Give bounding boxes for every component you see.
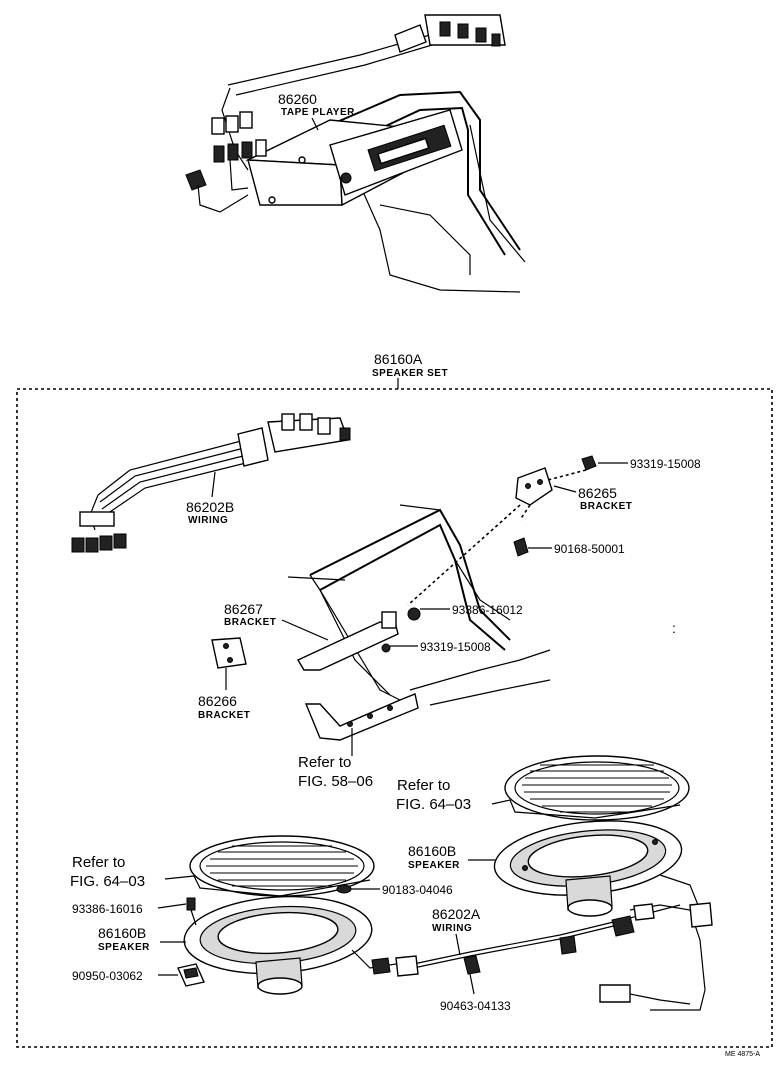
bolt-93386-16016-part-number: 93386-16016 [72, 902, 143, 916]
ref-64-03-left-line1: Refer to [72, 854, 125, 871]
right-speaker-illustration [493, 755, 690, 917]
bracket-86267-caption: BRACKET [224, 617, 276, 628]
tape-player-part-number: 86260 [278, 91, 317, 107]
speaker-left-caption: SPEAKER [98, 942, 150, 953]
nut-90183-04046-label: 90183-04046 [351, 883, 453, 897]
bracket-86266-part-number: 86266 [198, 693, 237, 709]
speaker-set-caption: SPEAKER SET [372, 368, 448, 379]
bracket-86265-caption: BRACKET [580, 501, 632, 512]
bracket-86267-part-number: 86267 [224, 601, 263, 617]
bolt-93319-15008-mid-part-number: 93319-15008 [420, 640, 491, 654]
wiring-86202a-part-number: 86202A [432, 906, 481, 922]
speaker-left-label: 86160B SPEAKER [98, 925, 186, 953]
speaker-set-label: 86160A SPEAKER SET [372, 351, 448, 389]
tape-player-illustration [185, 14, 526, 293]
wiring-86202b-caption: WIRING [188, 515, 228, 526]
bolt-93319-15008-mid-label: 93319-15008 [390, 640, 491, 654]
wiring-86202b-illustration [71, 413, 351, 553]
ref-fig-58-06-label: Refer to FIG. 58–06 [298, 728, 373, 790]
wiring-86202a-illustration [351, 874, 713, 1011]
ref-fig-64-03-left-label: Refer to FIG. 64–03 [70, 854, 195, 890]
bracket-86265-part-number: 86265 [578, 485, 617, 501]
speaker-right-part-number: 86160B [408, 843, 456, 859]
wiring-86202b-label: 86202B WIRING [186, 471, 234, 526]
ref-64-03-left-line2: FIG. 64–03 [70, 873, 145, 890]
bracket-86265-illustration [407, 455, 597, 606]
bolt-93386-16012-part-number: 93386-16012 [452, 603, 523, 617]
nut-90183-04046-part-number: 90183-04046 [382, 883, 453, 897]
ref-58-06-line2: FIG. 58–06 [298, 773, 373, 790]
speaker-right-label: 86160B SPEAKER [408, 843, 496, 871]
speaker-set-part-number: 86160A [374, 351, 423, 367]
bolt-93386-16016-label: 93386-16016 [72, 902, 187, 916]
bolt-93319-15008-top-part-number: 93319-15008 [630, 457, 701, 471]
speaker-left-part-number: 86160B [98, 925, 146, 941]
speaker-set-boundary [16, 388, 773, 1048]
clip-90950-03062-label: 90950-03062 [72, 969, 178, 983]
ref-58-06-line1: Refer to [298, 754, 351, 771]
ref-64-03-right-line1: Refer to [397, 777, 450, 794]
wiring-86202b-part-number: 86202B [186, 499, 234, 515]
clamp-90463-04133-part-number: 90463-04133 [440, 999, 511, 1013]
bracket-86266-label: 86266 BRACKET [198, 668, 250, 721]
tape-player-label: 86260 TAPE PLAYER [278, 91, 355, 131]
left-speaker-illustration [177, 835, 375, 995]
screw-90168-50001-part-number: 90168-50001 [554, 542, 625, 556]
ref-64-03-right-line2: FIG. 64–03 [396, 796, 471, 813]
bolt-93386-16012-label: 93386-16012 [420, 603, 523, 617]
mounting-frame-illustration: : [211, 504, 676, 741]
clamp-90463-04133-label: 90463-04133 [440, 973, 511, 1013]
bracket-86265-label: 86265 BRACKET [553, 485, 632, 512]
bolt-93319-15008-top-label: 93319-15008 [598, 457, 701, 471]
screw-90168-50001-label: 90168-50001 [528, 542, 625, 556]
clip-90950-03062-part-number: 90950-03062 [72, 969, 143, 983]
drawing-code: ME 4875-A [725, 1051, 760, 1058]
wiring-86202a-label: 86202A WIRING [432, 906, 481, 956]
stray-mark: : [672, 620, 676, 636]
ref-fig-64-03-right-label: Refer to FIG. 64–03 [396, 777, 511, 813]
bracket-86267-label: 86267 BRACKET [224, 601, 329, 641]
tape-player-caption: TAPE PLAYER [281, 107, 355, 118]
bracket-86266-caption: BRACKET [198, 710, 250, 721]
speaker-right-caption: SPEAKER [408, 860, 460, 871]
wiring-86202a-caption: WIRING [432, 923, 472, 934]
